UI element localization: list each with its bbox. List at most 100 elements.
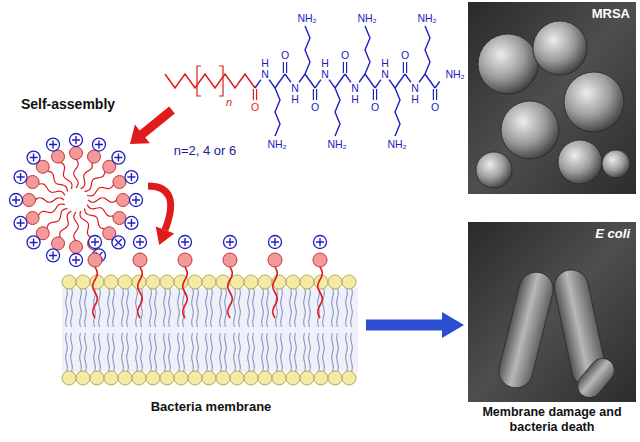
lipid-head	[286, 275, 300, 289]
lipid-head	[188, 371, 202, 385]
carbonyl-bond	[376, 89, 377, 100]
lipid-tail	[253, 288, 255, 327]
lipid-tail	[47, 171, 68, 192]
charge-symbol	[14, 171, 27, 184]
coccus-cell	[476, 152, 512, 188]
lipid-tail	[178, 333, 180, 372]
peptide-head	[88, 253, 102, 267]
charge-symbol	[14, 216, 27, 229]
lipid-tail	[262, 333, 264, 372]
charge-symbol	[47, 249, 60, 262]
lipid-tail	[164, 333, 166, 372]
plus-sign	[114, 154, 122, 162]
nitrogen-atom: N	[351, 83, 359, 94]
lipid-tail	[85, 333, 87, 372]
side-chain	[395, 88, 400, 136]
backbone-bond	[335, 74, 345, 88]
backbone-bond	[359, 74, 365, 82]
lipid-head	[146, 275, 160, 289]
lipid-head	[258, 275, 272, 289]
lipid-head	[216, 371, 230, 385]
charge-symbol	[27, 236, 40, 249]
lipid-bilayer	[62, 275, 358, 385]
lipid-tail	[150, 288, 152, 327]
repeat-bracket	[197, 66, 201, 96]
insertion-arrow-head	[156, 226, 175, 245]
lipid-tail	[309, 288, 311, 327]
hydrogen-atom: H	[291, 94, 299, 105]
carbonyl-bond	[433, 89, 434, 100]
lipid-tail	[88, 198, 117, 203]
membrane-core	[62, 288, 358, 372]
peptide-head	[52, 150, 65, 163]
charge-symbol	[130, 194, 143, 207]
oxygen-atom: O	[401, 50, 409, 61]
oxygen-atom: O	[281, 50, 289, 61]
plus-sign	[316, 238, 324, 246]
lipid-head	[328, 371, 342, 385]
lipid-tail	[66, 333, 68, 372]
lipid-tail	[60, 162, 72, 189]
lipid-head	[342, 371, 356, 385]
lipid-tail	[253, 333, 255, 372]
lipid-tail	[74, 159, 79, 188]
backbone-bond	[255, 80, 261, 88]
carbonyl-bond	[313, 89, 314, 100]
result-group: Membrane damage and bacteria deathMRSAE …	[468, 0, 636, 442]
lipid-tail	[178, 288, 180, 327]
hydrogen-atom: H	[411, 94, 419, 105]
lipid-tail	[337, 288, 339, 327]
hydrogen-atom: H	[351, 94, 359, 105]
peptide-tail	[138, 267, 143, 318]
rod-cell	[573, 353, 620, 402]
connector-arrow	[366, 320, 442, 331]
repeat-bracket	[219, 66, 223, 96]
lipid-tail	[225, 288, 227, 327]
carbonyl-bond	[256, 89, 257, 100]
nitrogen-atom: N	[291, 83, 299, 94]
peptide-head	[87, 150, 100, 163]
backbone-bond	[345, 74, 351, 82]
lipid-head	[62, 371, 76, 385]
lipid-tail	[38, 184, 65, 196]
lipid-tail	[295, 288, 297, 327]
amine-group: NH₂	[297, 13, 316, 24]
oxygen-atom: O	[251, 102, 259, 113]
process-label: Self-assembly	[21, 97, 115, 111]
backbone-bond	[405, 74, 411, 82]
lipid-tail	[262, 288, 264, 327]
hydrogen-atom: H	[261, 58, 269, 69]
lipid-head	[300, 371, 314, 385]
lipid-tail	[127, 333, 129, 372]
plus-sign	[226, 238, 234, 246]
plus-sign	[271, 238, 279, 246]
amine-group: NH₂	[445, 69, 464, 80]
charge-symbol	[89, 236, 102, 249]
charge-symbol	[112, 151, 125, 164]
lipid-tail	[248, 333, 250, 372]
peptide-head	[133, 253, 147, 267]
carbonyl-bond	[436, 89, 437, 100]
lipid-tail	[74, 212, 79, 241]
lipid-head	[118, 371, 132, 385]
plus-sign	[49, 141, 57, 149]
carbonyl-bond	[343, 62, 344, 73]
charge-symbol	[125, 171, 138, 184]
backbone-bond	[305, 74, 315, 88]
lipid-tail	[80, 288, 82, 327]
lipid-tail	[290, 288, 292, 327]
panel-label: Bacteria membrane	[151, 399, 272, 414]
lipid-head	[202, 371, 216, 385]
lipid-tail	[38, 204, 65, 216]
lipid-head	[104, 371, 118, 385]
lipid-tail	[295, 333, 297, 372]
lipid-tail	[351, 288, 353, 327]
carbonyl-bond	[403, 62, 404, 73]
lipid-tail	[35, 198, 64, 203]
lipid-head	[118, 275, 132, 289]
sem-panel: MRSA	[468, 2, 636, 194]
lipid-tail	[281, 288, 283, 327]
lipid-tail	[267, 288, 269, 327]
lipid-tail	[108, 333, 110, 372]
lipid-tail	[141, 333, 143, 372]
